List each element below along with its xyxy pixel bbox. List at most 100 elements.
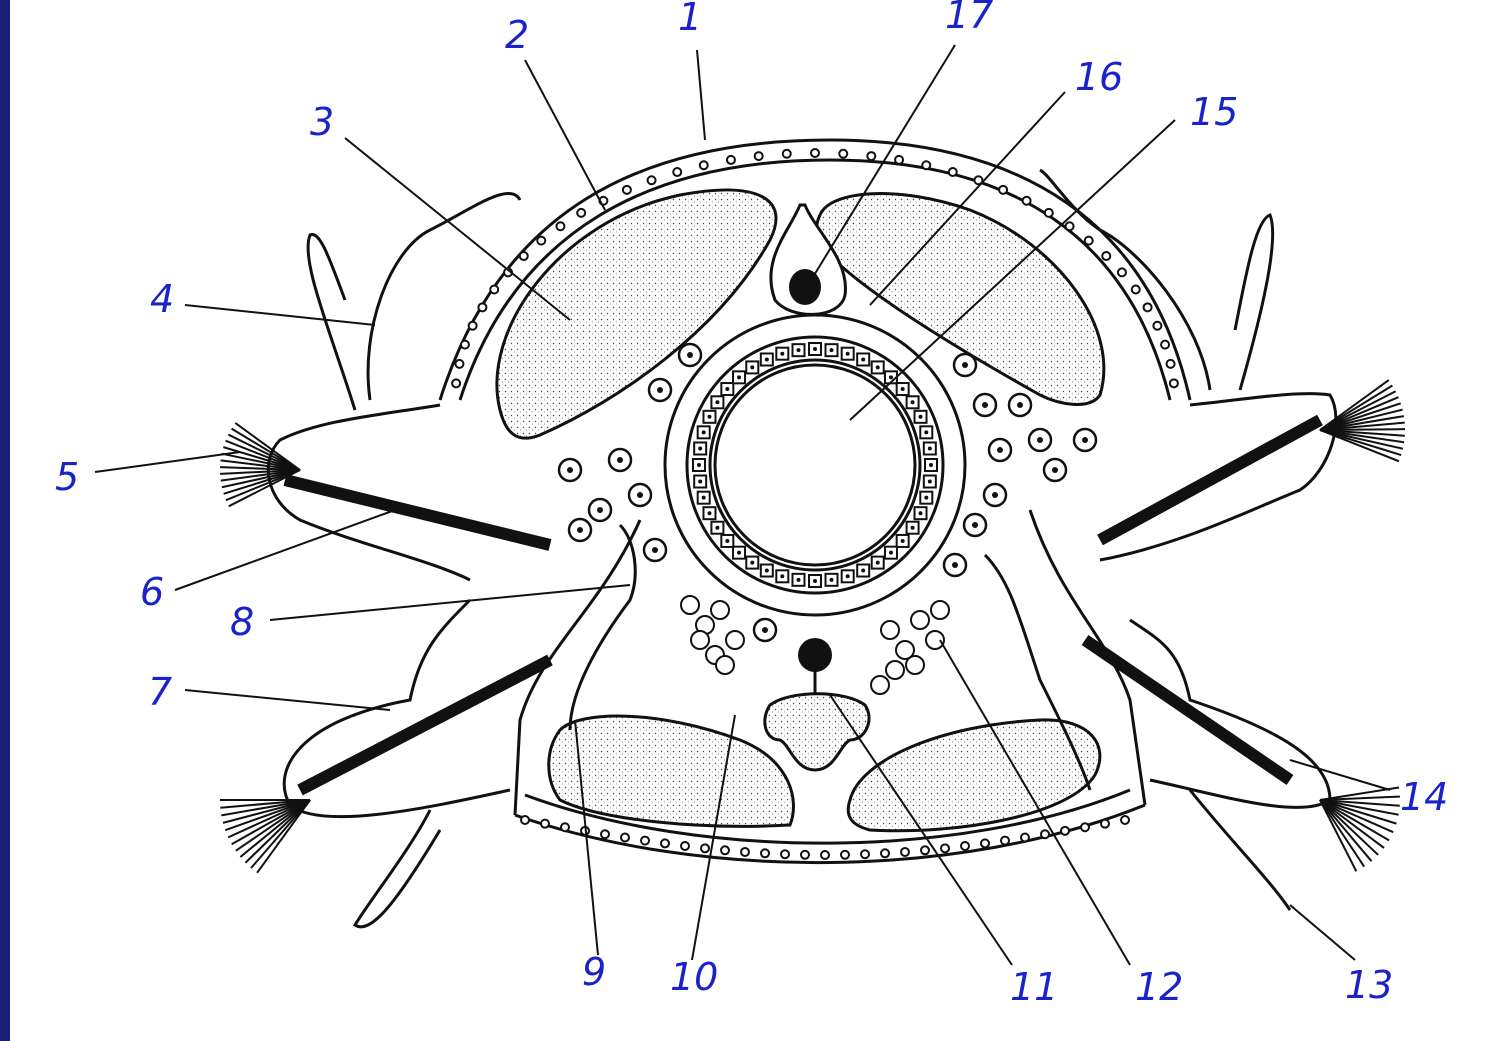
gut-cell-nucleus bbox=[780, 352, 784, 356]
gut-cell-nucleus bbox=[796, 578, 800, 582]
epidermis-cell bbox=[727, 156, 735, 164]
epidermis-cell bbox=[478, 303, 486, 311]
gut-cell-nucleus bbox=[924, 430, 928, 434]
gut-cell-nucleus bbox=[765, 357, 769, 361]
gonad-cell bbox=[716, 656, 734, 674]
gut-lumen bbox=[715, 365, 915, 565]
label-5: 5 bbox=[55, 455, 79, 499]
leader-line bbox=[1290, 760, 1390, 790]
epidermis-cell bbox=[1101, 820, 1109, 828]
label-2: 2 bbox=[505, 13, 529, 57]
leader-line bbox=[697, 50, 705, 140]
ventral-blood-vessel bbox=[798, 638, 832, 672]
epidermis-cell bbox=[623, 186, 631, 194]
gut-cell-nucleus bbox=[919, 415, 923, 419]
coelomocyte-nucleus bbox=[657, 387, 663, 393]
leader-line bbox=[175, 510, 395, 590]
gut-cell-nucleus bbox=[698, 480, 702, 484]
coelomocyte-nucleus bbox=[762, 627, 768, 633]
epidermis-cell bbox=[921, 846, 929, 854]
ventral-muscle-left bbox=[549, 716, 794, 826]
gut-cell-nucleus bbox=[725, 539, 729, 543]
gut-cell-nucleus bbox=[901, 387, 905, 391]
epidermis-cell bbox=[461, 341, 469, 349]
gut-cell-nucleus bbox=[737, 551, 741, 555]
epidermis-cell bbox=[1167, 360, 1175, 368]
label-13: 13 bbox=[1345, 963, 1393, 1007]
leader-line bbox=[95, 452, 240, 472]
leader-line bbox=[270, 585, 630, 620]
epidermis-cell bbox=[681, 842, 689, 850]
left-ventral-cirrus bbox=[355, 810, 440, 927]
gut-cell-nucleus bbox=[750, 561, 754, 565]
epidermis-cell bbox=[761, 849, 769, 857]
epidermis-cell bbox=[521, 816, 529, 824]
epidermis-cell bbox=[1041, 830, 1049, 838]
epidermis-cell bbox=[741, 848, 749, 856]
epidermis-cell bbox=[783, 150, 791, 158]
gut-cell-nucleus bbox=[780, 574, 784, 578]
epidermis-cell bbox=[1102, 252, 1110, 260]
gut-cell-nucleus bbox=[702, 430, 706, 434]
leader-line bbox=[1290, 905, 1355, 960]
epidermis-cell bbox=[661, 839, 669, 847]
label-8: 8 bbox=[230, 600, 254, 644]
coelomocyte-nucleus bbox=[992, 492, 998, 498]
gonad-cell bbox=[906, 656, 924, 674]
epidermis-cell bbox=[1085, 237, 1093, 245]
epidermis-cell bbox=[641, 837, 649, 845]
leader-line bbox=[345, 138, 570, 320]
coelomocyte-nucleus bbox=[982, 402, 988, 408]
label-15: 15 bbox=[1190, 90, 1238, 134]
right-acicula-lower bbox=[1085, 640, 1290, 780]
epidermis-cell bbox=[861, 850, 869, 858]
epidermis-cell bbox=[1153, 322, 1161, 330]
label-16: 16 bbox=[1075, 55, 1123, 99]
gut-cell-nucleus bbox=[830, 578, 834, 582]
gonad-cell bbox=[926, 631, 944, 649]
gonad-cell bbox=[886, 661, 904, 679]
label-7: 7 bbox=[148, 670, 172, 714]
gut-cell-nucleus bbox=[750, 365, 754, 369]
epidermis-cell bbox=[621, 834, 629, 842]
coelomocyte-nucleus bbox=[952, 562, 958, 568]
epidermis-cell bbox=[1081, 823, 1089, 831]
dorsal-blood-vessel bbox=[789, 269, 821, 305]
epidermis-cell bbox=[1023, 197, 1031, 205]
coelomocyte-nucleus bbox=[972, 522, 978, 528]
coelomocyte-nucleus bbox=[1037, 437, 1043, 443]
epidermis-cell bbox=[1045, 209, 1053, 217]
coelomocyte-nucleus bbox=[597, 507, 603, 513]
coelomocyte-nucleus bbox=[1082, 437, 1088, 443]
epidermis-cell bbox=[701, 844, 709, 852]
gut-cell-nucleus bbox=[919, 511, 923, 515]
epidermis-cell bbox=[941, 844, 949, 852]
epidermis-cell bbox=[999, 186, 1007, 194]
label-6: 6 bbox=[140, 570, 164, 614]
coelomocyte-nucleus bbox=[617, 457, 623, 463]
leader-line bbox=[185, 305, 375, 325]
gut-cell-nucleus bbox=[715, 526, 719, 530]
right-ventral-cirrus bbox=[1190, 790, 1290, 910]
gonad-cell bbox=[911, 611, 929, 629]
label-1: 1 bbox=[678, 0, 702, 39]
coelomocyte-nucleus bbox=[1017, 402, 1023, 408]
gonad-cell bbox=[681, 596, 699, 614]
label-9: 9 bbox=[582, 950, 606, 994]
label-14: 14 bbox=[1400, 775, 1448, 819]
epidermis-cell bbox=[490, 286, 498, 294]
gut-cell-nucleus bbox=[889, 551, 893, 555]
gonad-cell bbox=[931, 601, 949, 619]
gut-cell-nucleus bbox=[928, 480, 932, 484]
right-dorsal-cirrus bbox=[1235, 215, 1273, 390]
gut-cell-nucleus bbox=[707, 511, 711, 515]
epidermis-cell bbox=[721, 846, 729, 854]
epidermis-cell bbox=[1118, 268, 1126, 276]
epidermis-cell bbox=[673, 168, 681, 176]
epidermis-cell bbox=[700, 161, 708, 169]
epidermis-cell bbox=[895, 156, 903, 164]
epidermis-cell bbox=[1001, 837, 1009, 845]
epidermis-cell bbox=[537, 237, 545, 245]
gut-cell-nucleus bbox=[725, 387, 729, 391]
left-notopodium bbox=[268, 405, 470, 580]
